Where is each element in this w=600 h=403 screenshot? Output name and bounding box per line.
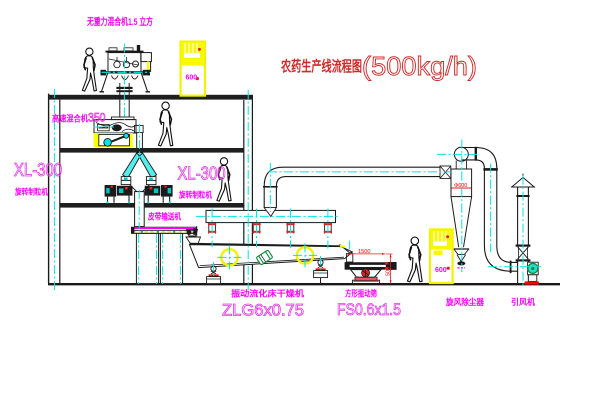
label-cyclone: 旋风除尘器 bbox=[445, 297, 484, 307]
vibrating-sieve bbox=[344, 253, 397, 285]
third-floor-slab bbox=[59, 203, 244, 208]
induced-draft-fan bbox=[524, 261, 539, 285]
diagram-title-capacity: (500kg/h) bbox=[362, 51, 477, 81]
label-sieve-model: FS0.6x1.5 bbox=[337, 300, 401, 319]
belt-conveyor bbox=[131, 226, 197, 285]
label-gravity-mixer: 无重力混合机1.5 立方 bbox=[86, 16, 153, 28]
label-granulator-right-model: XL-300 bbox=[178, 164, 226, 184]
cabinet-top-text: 600 bbox=[186, 75, 198, 82]
fluid-bed-dryer bbox=[185, 209, 354, 285]
high-speed-mixer bbox=[93, 99, 144, 148]
granulator-right bbox=[141, 176, 173, 204]
label-dryer-model: ZLG6x0.75 bbox=[222, 301, 304, 320]
granulator-left bbox=[104, 176, 138, 204]
top-floor-slab bbox=[48, 94, 253, 100]
conveyor-stand-right bbox=[159, 232, 184, 285]
building-structure bbox=[47, 93, 560, 286]
label-granulator-left-name: 旋转制粒机 bbox=[14, 187, 48, 197]
y-chute bbox=[121, 152, 158, 180]
label-sieve-name: 方形振动筛 bbox=[345, 289, 377, 299]
worker-second-floor bbox=[157, 101, 174, 147]
label-dryer-name: 振动流化床干燥机 bbox=[231, 289, 305, 299]
diagram-title-cn: 农药生产线流程图 bbox=[280, 58, 362, 76]
dim-sieve-length: 1500 bbox=[358, 249, 370, 255]
dim-cyclone-diameter: Φ600 bbox=[454, 183, 467, 189]
centerlines bbox=[53, 43, 541, 290]
conveyor-stand-left bbox=[135, 232, 160, 285]
control-cabinet-right bbox=[428, 228, 454, 285]
label-granulator-right-name: 旋转制粒机 bbox=[178, 190, 212, 200]
worker-top-floor bbox=[81, 47, 98, 92]
cabinet-right-text: 600 bbox=[435, 267, 447, 274]
sieve-dimensions bbox=[347, 252, 393, 284]
control-cabinet-top bbox=[179, 40, 207, 97]
vibration-motor bbox=[256, 249, 273, 266]
dryer-exhaust-duct bbox=[263, 165, 452, 218]
worker-ground bbox=[406, 236, 423, 283]
label-belt-conveyor: 皮带输送机 bbox=[147, 212, 181, 222]
label-high-speed-mixer: 高速混合机350 bbox=[52, 111, 106, 125]
dim-sieve-height: 500 bbox=[385, 267, 391, 276]
annotations: 无重力混合机1.5 立方 高速混合机350 XL-300 旋转制粒机 XL-30… bbox=[14, 16, 536, 320]
label-fan: 引风机 bbox=[511, 297, 535, 307]
label-granulator-left-model: XL-300 bbox=[14, 160, 62, 180]
second-floor-slab bbox=[59, 148, 244, 153]
